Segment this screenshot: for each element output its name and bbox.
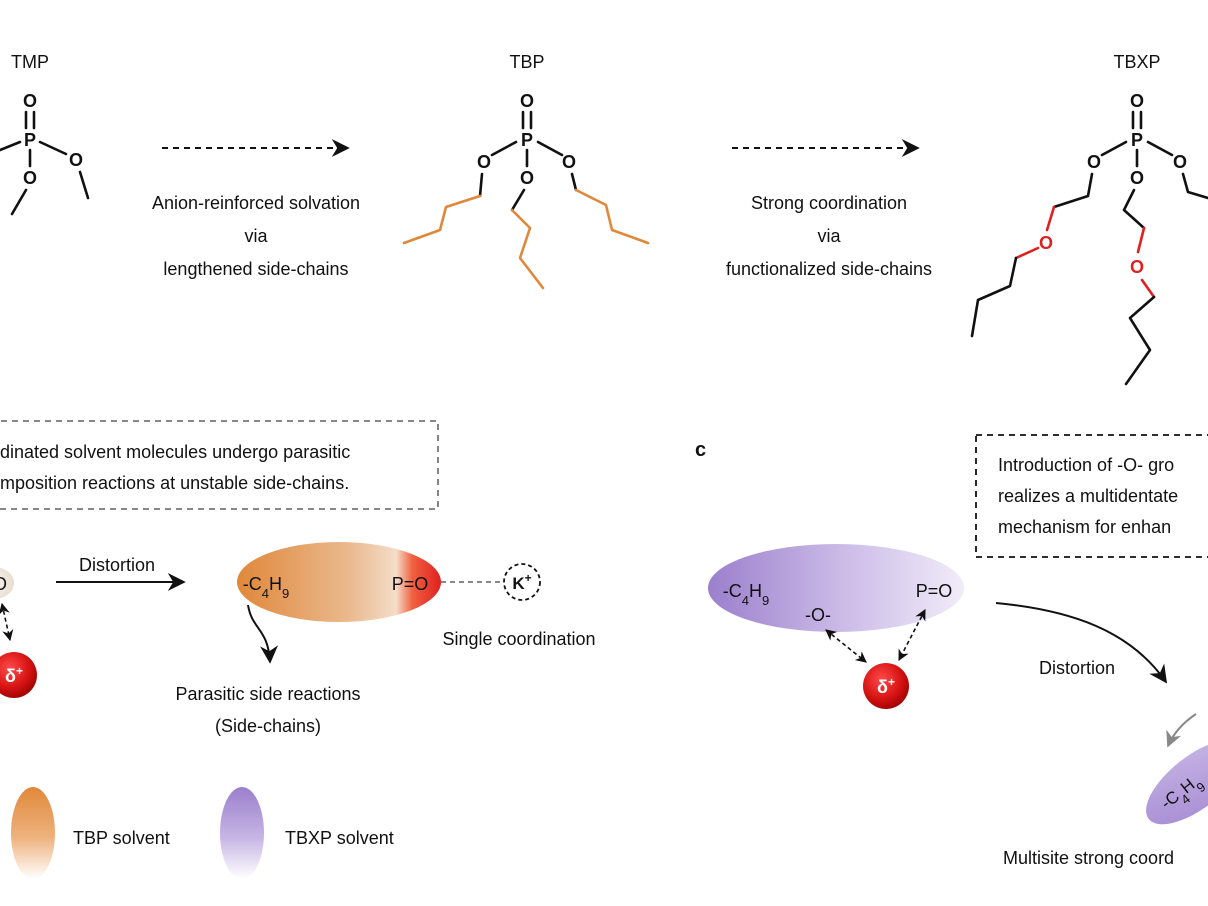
- tbp-solvent-ellipse: [237, 542, 441, 622]
- tbxp-atom-p: P: [1131, 130, 1143, 150]
- arrow2-line1: Strong coordination: [751, 193, 907, 213]
- tbxp-ether-label: -O-: [805, 605, 831, 625]
- tbxp-c4h9-label: -C4H9: [723, 581, 769, 608]
- distortion-label-c: Distortion: [1039, 658, 1115, 678]
- tbxp-ether-o-left: O: [1039, 233, 1053, 253]
- ether-coord-arrow: [825, 629, 867, 663]
- tbp-label: TBP: [509, 52, 544, 72]
- distortion-arrow-c: [995, 602, 1168, 684]
- parasitic-line2: (Side-chains): [215, 716, 321, 736]
- tbp-atom-o-bottom: O: [520, 168, 534, 188]
- panel-b: dinated solvent molecules undergo parasi…: [0, 420, 596, 736]
- legend-tbp-swatch: [11, 787, 55, 879]
- multisite-label: Multisite strong coord: [1003, 848, 1174, 868]
- legend: TBP solvent TBXP solvent: [11, 787, 394, 879]
- tbxp-atom-o-bottom: O: [1130, 168, 1144, 188]
- tbp-atom-o-left: O: [477, 152, 491, 172]
- rotation-arrow: [1166, 713, 1197, 748]
- tmp-atom-o-bottom: O: [23, 168, 37, 188]
- arrow1-line3: lengthened side-chains: [163, 259, 348, 279]
- tbxp-atom-o-left: O: [1087, 152, 1101, 172]
- panel-c-note-box: [975, 434, 1208, 558]
- partial-coord-arrow: [0, 602, 14, 642]
- legend-tbxp-swatch: [220, 787, 264, 879]
- tbp-po-label: P=O: [392, 574, 429, 594]
- panel-c-note-line3: mechanism for enhan: [998, 517, 1171, 537]
- legend-tbxp-label: TBXP solvent: [285, 828, 394, 848]
- panel-b-note-line2: mposition reactions at unstable side-cha…: [0, 473, 349, 493]
- tbxp-po-label: P=O: [916, 581, 953, 601]
- delta-cation-b: [0, 652, 37, 698]
- k-cation-label: K+: [512, 571, 531, 593]
- panel-b-note-box: [0, 420, 439, 510]
- arrow1-line1: Anion-reinforced solvation: [152, 193, 360, 213]
- tmp-molecule: TMP O P O O: [0, 52, 90, 216]
- k-cation: [503, 563, 541, 601]
- panel-c-label: c: [695, 439, 706, 461]
- single-coordination-label: Single coordination: [442, 629, 595, 649]
- tbxp-ether-o-mid: O: [1130, 257, 1144, 277]
- distortion-label-b: Distortion: [79, 555, 155, 575]
- panel-c: c Introduction of -O- gro realizes a mul…: [695, 434, 1208, 868]
- tbp-atom-o-top: O: [520, 91, 534, 111]
- tmp-label: TMP: [11, 52, 49, 72]
- arrow-coordination: Strong coordination via functionalized s…: [726, 139, 932, 279]
- panel-c-note-line1: Introduction of -O- gro: [998, 455, 1174, 475]
- tbxp-rotated-ellipse: [1146, 739, 1208, 825]
- tmp-atom-p: P: [24, 130, 36, 150]
- tbxp-atom-o-right: O: [1173, 152, 1187, 172]
- tmp-atom-o-top: O: [23, 91, 37, 111]
- tbp-atom-o-right: O: [562, 152, 576, 172]
- tbp-c4h9-label: -C4H9: [243, 574, 289, 601]
- arrow-solvation: Anion-reinforced solvation via lengthene…: [152, 139, 360, 279]
- panel-b-note-line1: dinated solvent molecules undergo parasi…: [0, 442, 350, 462]
- delta-label-b: δ+: [5, 664, 23, 686]
- partial-solvent-ellipse: [0, 567, 14, 599]
- arrow2-line2: via: [817, 226, 841, 246]
- delta-cation-c: [863, 663, 909, 709]
- tbxp-atom-o-top: O: [1130, 91, 1144, 111]
- tbxp-molecule: TBXP O P O O O O O: [970, 52, 1208, 386]
- tbxp-label: TBXP: [1113, 52, 1160, 72]
- delta-label-c: δ+: [877, 675, 895, 697]
- panel-c-note-line2: realizes a multidentate: [998, 486, 1178, 506]
- po-coord-arrow: [898, 609, 926, 661]
- tbp-atom-p: P: [521, 130, 533, 150]
- tbp-molecule: TBP O P O O O: [402, 52, 650, 290]
- arrow2-line3: functionalized side-chains: [726, 259, 932, 279]
- legend-tbp-label: TBP solvent: [73, 828, 170, 848]
- side-reaction-arrow: [247, 604, 279, 664]
- parasitic-line1: Parasitic side reactions: [175, 684, 360, 704]
- tmp-atom-o-right: O: [69, 150, 83, 170]
- arrow1-line2: via: [244, 226, 268, 246]
- partial-atom-label: O: [0, 574, 7, 594]
